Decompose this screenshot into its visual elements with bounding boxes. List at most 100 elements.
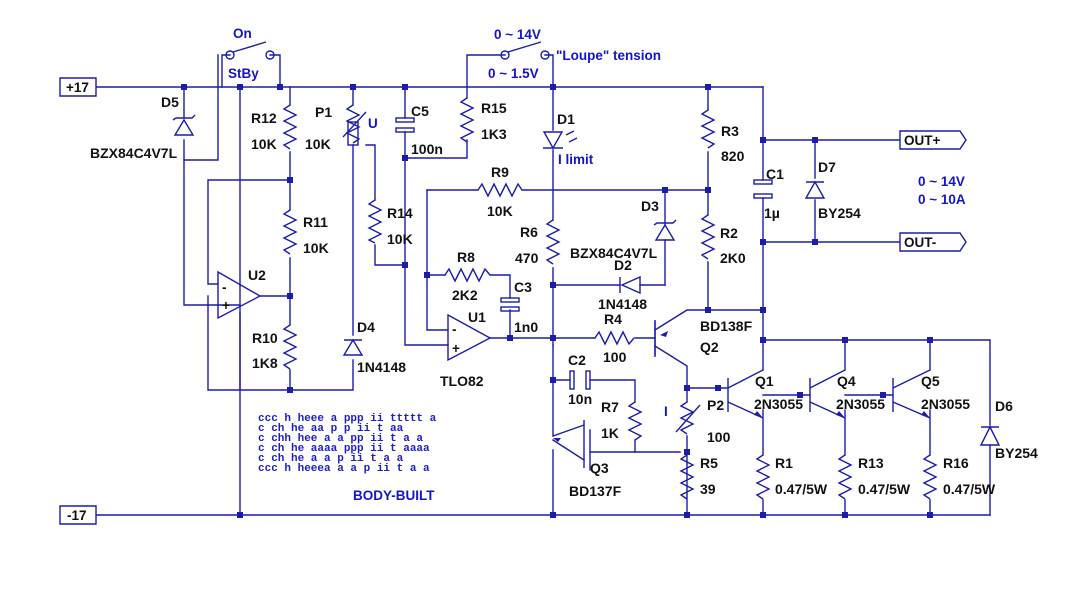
val-r2: 2K0 (720, 250, 746, 266)
val-d4: 1N4148 (357, 359, 406, 375)
ref-r7: R7 (601, 399, 619, 415)
val-u1: TLO82 (440, 373, 484, 389)
signal-flags: +17 -17 OUT+ OUT- (59, 77, 967, 525)
val-r1: 0.47/5W (775, 481, 828, 497)
junctions (181, 84, 933, 518)
ref-r3: R3 (721, 123, 739, 139)
svg-text:-: - (222, 280, 227, 295)
ref-r4: R4 (604, 311, 622, 327)
ref-r9: R9 (491, 164, 509, 180)
val-q2: BD138F (700, 318, 753, 334)
ref-u2: U2 (248, 267, 266, 283)
ref-q5: Q5 (921, 373, 940, 389)
val-d7: BY254 (818, 205, 861, 221)
val-r5: 39 (700, 481, 716, 497)
ref-r10: R10 (252, 330, 278, 346)
ref-d5: D5 (161, 94, 179, 110)
label-i-limit: I limit (558, 152, 594, 167)
val-p1: 10K (305, 136, 331, 152)
ref-r13: R13 (858, 455, 884, 471)
signal-m17: -17 (67, 508, 87, 523)
ref-r11: R11 (303, 214, 328, 230)
ref-r1: R1 (775, 455, 793, 471)
svg-text:-: - (452, 322, 457, 337)
ref-r15: R15 (481, 100, 507, 116)
signal-out-plus: OUT+ (904, 133, 940, 148)
val-r13: 0.47/5W (858, 481, 911, 497)
val-r14: 10K (387, 231, 413, 247)
ref-c1: C1 (766, 166, 784, 182)
val-r6: 470 (515, 250, 539, 266)
label-sw2-bottom: 0 ~ 1.5V (488, 66, 539, 81)
label-u: U (368, 116, 378, 131)
val-c2: 10n (568, 391, 592, 407)
label-stby: StBy (228, 66, 259, 81)
ref-c3: C3 (514, 279, 532, 295)
ref-c2: C2 (568, 352, 586, 368)
component-labels: D5 BZX84C4V7L R12 10K P1 10K C5 100n R15… (90, 94, 1038, 499)
val-r15: 1K3 (481, 126, 507, 142)
ref-c5: C5 (411, 103, 429, 119)
ref-d1: D1 (557, 111, 575, 127)
label-sw2-top: 0 ~ 14V (494, 27, 541, 42)
label-i: I (664, 404, 668, 419)
ref-q2: Q2 (700, 339, 719, 355)
wires (95, 54, 991, 516)
ref-q1: Q1 (755, 373, 774, 389)
ref-d6: D6 (995, 398, 1013, 414)
val-q3: BD137F (569, 483, 622, 499)
ascii-line-2: c ch he aa p p ii t aa (258, 423, 404, 435)
ref-u1: U1 (468, 309, 486, 325)
ascii-line-5: c ch he a a p ii t a a (258, 453, 404, 465)
val-r7: 1K (601, 425, 619, 441)
ref-r6: R6 (520, 224, 538, 240)
val-q4: 2N3055 (836, 396, 885, 412)
val-p2: 100 (707, 429, 731, 445)
label-body-built: BODY-BUILT (353, 488, 435, 503)
val-r9: 10K (487, 203, 513, 219)
ascii-line-6: ccc h heeea a a p ii t a a (258, 463, 430, 475)
val-c1: 1µ (764, 205, 780, 221)
ref-r16: R16 (943, 455, 969, 471)
val-d5: BZX84C4V7L (90, 145, 178, 161)
ascii-art: ccc h heee a ppp ii ttttt a c ch he aa p… (258, 413, 437, 475)
val-d2: 1N4148 (598, 296, 647, 312)
ref-d4: D4 (357, 319, 375, 335)
val-r12: 10K (251, 136, 277, 152)
ref-q4: Q4 (837, 373, 856, 389)
ref-r2: R2 (720, 225, 738, 241)
val-d3: BZX84C4V7L (570, 245, 658, 261)
val-r3: 820 (721, 148, 745, 164)
ref-q3: Q3 (590, 460, 609, 476)
ref-p2: P2 (707, 397, 724, 413)
ascii-line-4: c ch he aaaa ppp ii t aaaa (258, 443, 430, 455)
val-q1: 2N3055 (754, 396, 803, 412)
ref-r8: R8 (457, 249, 475, 265)
ascii-line-1: ccc h heee a ppp ii ttttt a (258, 413, 437, 425)
label-loupe: "Loupe" tension (556, 48, 661, 63)
val-q5: 2N3055 (921, 396, 970, 412)
val-r4: 100 (603, 349, 627, 365)
signal-p17: +17 (66, 80, 89, 95)
signal-out-minus: OUT- (904, 235, 936, 250)
ref-d3: D3 (641, 198, 659, 214)
ref-d2: D2 (614, 257, 632, 273)
symbols: - + - + (172, 41, 1001, 500)
label-spec-a: 0 ~ 10A (918, 192, 966, 207)
val-c3: 1n0 (514, 319, 538, 335)
ref-p1: P1 (315, 104, 332, 120)
ref-r5: R5 (700, 455, 718, 471)
ascii-line-3: c chh hee a a pp ii t a a (258, 433, 423, 445)
val-r8: 2K2 (452, 287, 478, 303)
ref-d7: D7 (818, 159, 836, 175)
svg-text:+: + (222, 298, 230, 313)
ref-r14: R14 (387, 205, 413, 221)
notes: On StBy 0 ~ 14V 0 ~ 1.5V "Loupe" tension… (228, 26, 966, 503)
ref-r12: R12 (251, 110, 277, 126)
val-r11: 10K (303, 240, 329, 256)
svg-text:+: + (452, 341, 460, 356)
label-on: On (233, 26, 252, 41)
label-spec-v: 0 ~ 14V (918, 174, 965, 189)
val-r16: 0.47/5W (943, 481, 996, 497)
